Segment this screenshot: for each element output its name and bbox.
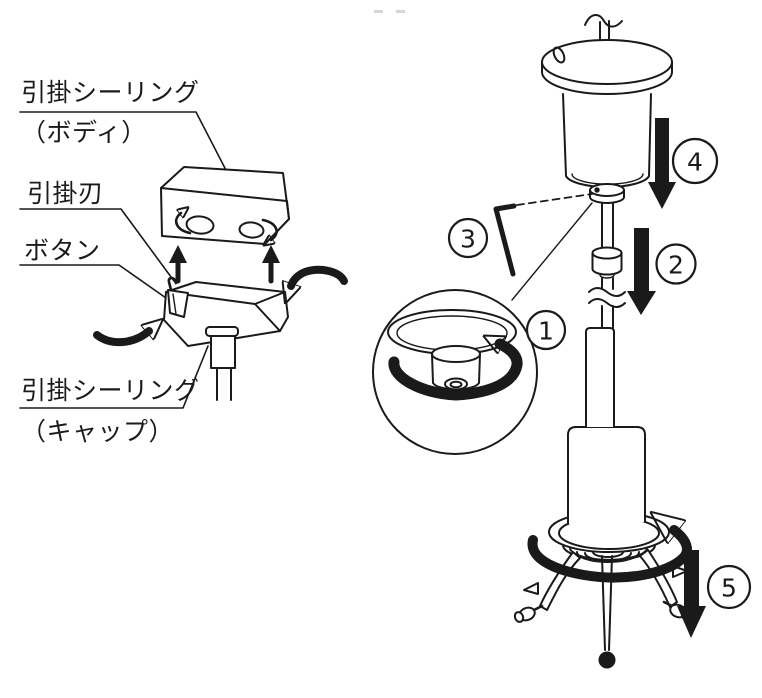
- ceiling-body-box: [160, 166, 290, 245]
- leg-center: [598, 555, 616, 669]
- step-circle-2: [655, 243, 697, 285]
- shade-holder-legs: [513, 549, 692, 669]
- up-arrows: [169, 245, 280, 284]
- leg-left-spike: [523, 582, 539, 595]
- step-number-4: 4: [687, 148, 703, 177]
- page-mark: [374, 10, 383, 13]
- thumbscrew-shaft: [662, 600, 674, 608]
- leader-line-body: [19, 111, 229, 175]
- rotate-ccw-icon: [527, 530, 692, 583]
- dashed-pointer-line: [516, 193, 593, 206]
- cap-box-outline: [163, 281, 289, 347]
- keyhole-slot-left: [185, 215, 215, 235]
- leader-line-blade: [19, 208, 175, 282]
- coil-arc: [584, 552, 632, 562]
- bushing-bottom: [591, 268, 623, 276]
- step-circle-5: [706, 564, 752, 610]
- detail-rotate-ccw-icon: [388, 344, 523, 401]
- thumbscrew-shaft: [532, 604, 544, 612]
- cup-bottom-inner-rim: [571, 173, 644, 185]
- cord-grip-flange: [205, 326, 239, 337]
- release-button: [167, 289, 189, 318]
- step-number-2: 2: [668, 251, 684, 280]
- label-button: ボタン: [24, 236, 101, 265]
- detail-nut: [431, 345, 481, 391]
- detail-circle-group: [372, 289, 538, 455]
- label-hook-ceiling-cap-line1: 引掛シーリング: [21, 376, 200, 405]
- set-screw: [594, 187, 600, 193]
- right-diagram: 1 2 3 4 5: [372, 14, 752, 669]
- collar-bottom: [589, 196, 625, 204]
- nut-top: [431, 345, 481, 363]
- suspension-rod: [588, 202, 626, 329]
- down-arrow-icon: [677, 550, 706, 638]
- hex-key-icon: [493, 203, 517, 277]
- hex-key-group: [493, 193, 593, 277]
- socket-body: [567, 426, 646, 525]
- ceiling-cap-box: [163, 276, 289, 401]
- release-button-detail: [172, 293, 177, 315]
- leader-line-cap: [19, 345, 209, 409]
- ball-highlight: [600, 653, 608, 659]
- rotate-hint-arrow-left-slot: [174, 213, 192, 235]
- cap-box-edge-right: [254, 303, 281, 332]
- rotate-cw-icon: [93, 331, 149, 346]
- rotate-ccw-icon: [291, 265, 348, 286]
- cord-bushing: [591, 246, 623, 279]
- break-wave: [588, 287, 626, 297]
- label-hook-blade: 引掛刃: [27, 179, 104, 208]
- cup-side: [562, 93, 567, 177]
- page-top-marks: [374, 10, 405, 13]
- stem-tube: [585, 327, 615, 428]
- down-arrow-icon: [648, 118, 676, 209]
- up-arrow-icon: [169, 245, 187, 263]
- detail-leader-line: [511, 202, 593, 301]
- step-circle-4: [671, 137, 719, 185]
- thumbscrew-left: [513, 604, 544, 623]
- bushing-hole: [599, 274, 615, 279]
- canopy-cup: [562, 93, 652, 188]
- step-number-3: 3: [460, 225, 476, 254]
- cup-side: [648, 93, 652, 177]
- step-circle-1: [525, 309, 567, 351]
- up-arrow-icon: [262, 245, 280, 263]
- keyhole-slot-right: [238, 221, 265, 239]
- ball-tip: [598, 651, 616, 669]
- rotate-hint-arrow-right-slot: [261, 218, 278, 240]
- coil-arc: [576, 551, 640, 563]
- canopy-collar: [589, 183, 625, 204]
- hook-blade: [167, 276, 178, 292]
- ceiling-canopy: [541, 39, 673, 204]
- bushing-top: [591, 246, 623, 260]
- step-number-5: 5: [721, 574, 737, 603]
- label-hook-ceiling-body-line1: 引掛シーリング: [21, 78, 200, 107]
- leader-line-button: [19, 264, 167, 299]
- label-hook-ceiling-body-line2: （ボディ）: [21, 118, 147, 147]
- cord-break-squiggle: [584, 14, 623, 28]
- body-box-edges: [160, 187, 290, 220]
- canopy-flange-bottom: [541, 71, 673, 95]
- center-rod: [608, 555, 613, 651]
- break-wave: [588, 298, 626, 308]
- power-cord: [216, 367, 232, 401]
- center-rod: [601, 555, 606, 651]
- flange-keyhole: [552, 46, 566, 64]
- step-circle-3: [447, 217, 489, 259]
- label-hook-ceiling-cap-line2: （キャップ）: [21, 417, 174, 446]
- nut-hole-inner: [449, 380, 463, 389]
- step-number-1: 1: [538, 317, 554, 346]
- break-symbol: [588, 287, 626, 308]
- down-arrow-icon: [627, 228, 656, 315]
- step-circles: 1 2 3 4 5: [447, 137, 752, 610]
- left-diagram: 引掛シーリング （ボディ） 引掛刃 ボタン 引掛シーリング （キャップ）: [19, 78, 348, 446]
- coil-arc: [592, 551, 624, 558]
- body-box-outline: [160, 166, 290, 245]
- page-mark: [396, 10, 405, 13]
- thumbscrew-head: [513, 611, 525, 623]
- cord-grip-body: [210, 335, 236, 369]
